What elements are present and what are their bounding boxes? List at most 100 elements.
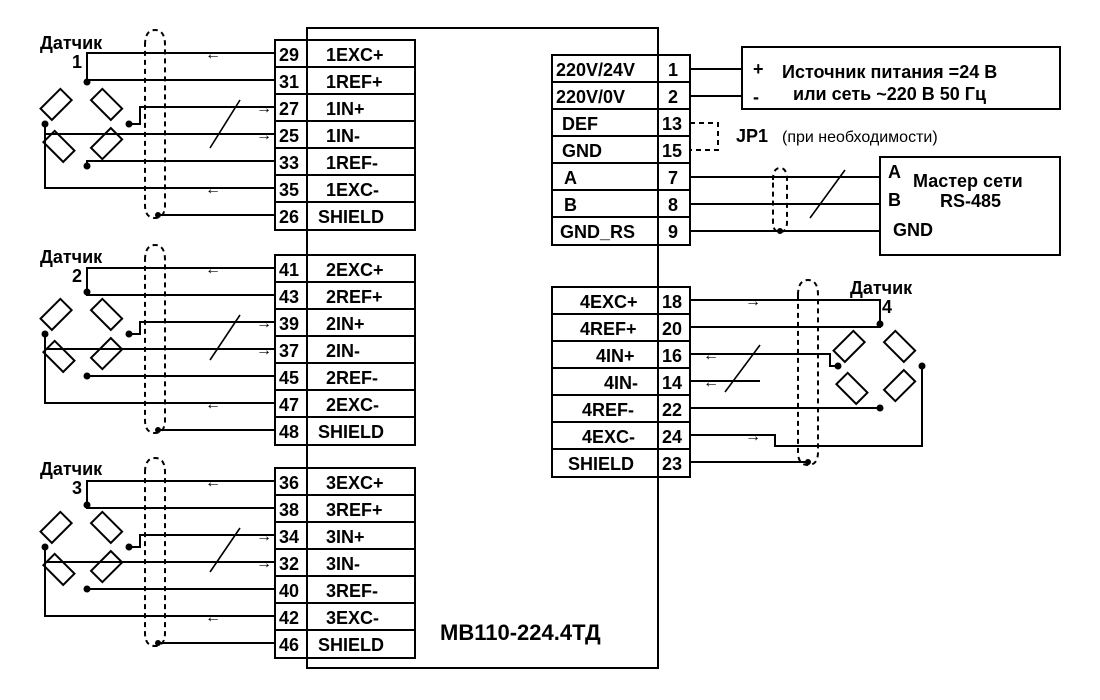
power-source-line2: или сеть ~220 В 50 Гц	[793, 84, 986, 104]
pin-label: 1IN-	[326, 126, 360, 146]
pin-label: SHIELD	[318, 635, 384, 655]
sensor-number: 3	[72, 478, 82, 498]
arrow-icon: ←	[205, 474, 221, 491]
pin-number: 42	[279, 608, 299, 628]
pin-label: 1EXC-	[326, 180, 379, 200]
pin-number: 18	[662, 292, 682, 312]
pin-number: 29	[279, 45, 299, 65]
pin-number: 33	[279, 153, 299, 173]
sensor-label: Датчик	[40, 33, 103, 53]
pin-label: 2REF-	[326, 368, 378, 388]
terminal-block-sensor-4: 4EXC+ 4REF+ 4IN+ 4IN- 4REF- 4EXC- SHIELD…	[551, 286, 691, 478]
pin-label: SHIELD	[318, 422, 384, 442]
pin-label: 4REF-	[582, 400, 634, 420]
pin-label: 3EXC+	[326, 473, 384, 493]
pin-label: 2EXC-	[326, 395, 379, 415]
pin-label: 220V/0V	[556, 87, 625, 107]
pin-label: 3EXC-	[326, 608, 379, 628]
sensor-label: Датчик	[850, 278, 913, 298]
sensor-number: 4	[882, 297, 892, 317]
pin-number: 43	[279, 287, 299, 307]
pin-label: 3REF-	[326, 581, 378, 601]
pin-label: GND	[562, 141, 602, 161]
pin-number: 31	[279, 72, 299, 92]
sensor-2: Датчик 2 ← → → ←	[39, 243, 275, 435]
bridge-resistor-icon	[39, 501, 133, 593]
pin-number: 34	[279, 527, 299, 547]
pin-number: 13	[662, 114, 682, 134]
pin-number: 46	[279, 635, 299, 655]
pin-label: 4IN-	[604, 373, 638, 393]
bridge-resistor-icon	[39, 288, 133, 380]
sensor-3: Датчик 3 ← → → ←	[39, 456, 275, 648]
rs485-title-line1: Мастер сети	[913, 171, 1023, 191]
arrow-icon: ←	[205, 261, 221, 278]
arrow-icon: ←	[205, 46, 221, 63]
pin-label: 1REF+	[326, 72, 383, 92]
pin-label: 1IN+	[326, 99, 365, 119]
rs485-title-line2: RS-485	[940, 191, 1001, 211]
rs485-b-label: B	[888, 190, 901, 210]
pin-number: 39	[279, 314, 299, 334]
pin-number: 40	[279, 581, 299, 601]
jumper-label: JP1	[736, 126, 768, 146]
pin-label: SHIELD	[568, 454, 634, 474]
pin-number: 32	[279, 554, 299, 574]
pin-number: 35	[279, 180, 299, 200]
pin-number: 8	[668, 195, 678, 215]
pin-number: 37	[279, 341, 299, 361]
power-source-line1: Источник питания =24 В	[782, 62, 997, 82]
sensor-number: 1	[72, 52, 82, 72]
pin-number: 22	[662, 400, 682, 420]
pin-label: 220V/24V	[556, 60, 635, 80]
rs485-gnd-label: GND	[893, 220, 933, 240]
arrow-icon: ←	[205, 609, 221, 626]
pin-number: 1	[668, 60, 678, 80]
terminal-block-sensor-2: 41 43 39 37 45 47 48 2EXC+ 2REF+ 2IN+ 2I…	[274, 254, 416, 446]
pin-label: B	[564, 195, 577, 215]
pin-number: 20	[662, 319, 682, 339]
pin-number: 38	[279, 500, 299, 520]
pin-label: A	[564, 168, 577, 188]
pin-label: DEF	[562, 114, 598, 134]
arrow-icon: →	[256, 342, 272, 359]
plus-sign: +	[753, 59, 764, 79]
pin-label: 4IN+	[596, 346, 635, 366]
pin-label: 4EXC+	[580, 292, 638, 312]
arrow-icon: →	[745, 428, 761, 445]
pin-label: 3IN-	[326, 554, 360, 574]
pin-label: 2IN-	[326, 341, 360, 361]
pin-label: 1REF-	[326, 153, 378, 173]
pin-number: 9	[668, 222, 678, 242]
sensor-number: 2	[72, 266, 82, 286]
arrow-icon: →	[256, 555, 272, 572]
power-source: + - Источник питания =24 В или сеть ~220…	[690, 46, 1061, 110]
pin-label: 3REF+	[326, 500, 383, 520]
pin-label: 4REF+	[580, 319, 637, 339]
pin-number: 7	[668, 168, 678, 188]
arrow-icon: ←	[205, 396, 221, 413]
pin-number: 41	[279, 260, 299, 280]
pin-label: GND_RS	[560, 222, 635, 242]
terminal-block-sensor-3: 36 38 34 32 40 42 46 3EXC+ 3REF+ 3IN+ 3I…	[274, 467, 416, 659]
arrow-icon: ←	[703, 374, 719, 391]
sensor-4: Датчик 4 → ← ← →	[690, 278, 926, 467]
arrow-icon: ←	[205, 181, 221, 198]
pin-number: 45	[279, 368, 299, 388]
pin-label: 2IN+	[326, 314, 365, 334]
pin-number: 2	[668, 87, 678, 107]
pin-number: 27	[279, 99, 299, 119]
pin-label: 1EXC+	[326, 45, 384, 65]
pin-label: 2EXC+	[326, 260, 384, 280]
arrow-icon: →	[745, 293, 761, 310]
terminal-block-sensor-1: 29 31 27 25 33 35 26 1EXC+ 1REF+ 1IN+ 1I…	[274, 39, 416, 231]
device-model-label: МВ110-224.4ТД	[440, 620, 601, 645]
pin-number: 24	[662, 427, 682, 447]
pin-number: 14	[662, 373, 682, 393]
jumper-note: (при необходимости)	[782, 129, 938, 146]
pin-number: 36	[279, 473, 299, 493]
sensor-label: Датчик	[40, 459, 103, 479]
terminal-block-power-rs485: 220V/24V 220V/0V DEF GND A B GND_RS 1 2 …	[551, 54, 691, 246]
pin-number: 47	[279, 395, 299, 415]
